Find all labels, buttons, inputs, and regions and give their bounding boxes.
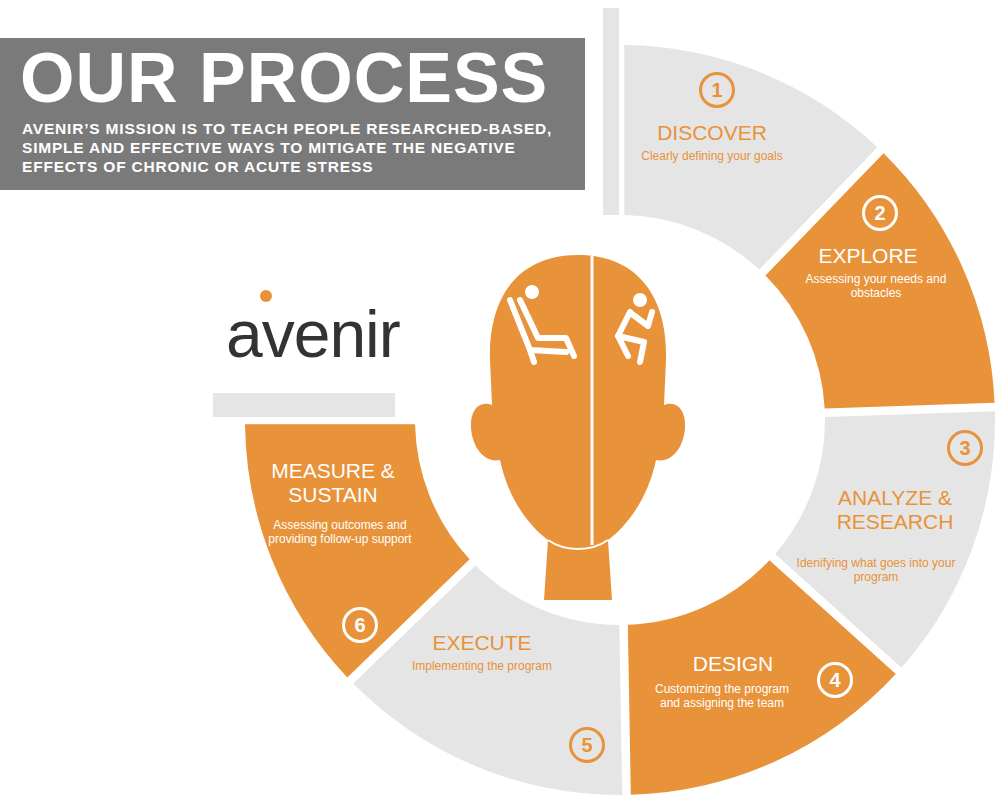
step-heading: EXECUTE — [412, 631, 552, 655]
step-heading: MEASURE & SUSTAIN — [253, 459, 413, 507]
head-split — [591, 256, 594, 545]
step-number: 2 — [862, 195, 898, 231]
step-number: 1 — [699, 72, 735, 108]
step-number: 3 — [947, 430, 983, 466]
step-heading: ANALYZE & RESEARCH — [825, 486, 965, 534]
ring-cap — [603, 8, 619, 215]
step-description: Customizing the program and assigning th… — [647, 683, 797, 711]
page-title: OUR PROCESS — [20, 38, 548, 118]
segment-fill — [245, 424, 470, 677]
step-number: 6 — [342, 607, 378, 643]
step-description: Implementing the program — [407, 660, 557, 674]
segment-fill — [765, 153, 994, 408]
step-heading: EXPLORE — [803, 244, 933, 268]
brand-logo: avenir — [226, 296, 400, 372]
stressed-person-icon — [618, 293, 652, 362]
relaxed-person-icon — [510, 285, 574, 362]
segment-fill — [628, 560, 896, 795]
chin-line — [548, 540, 608, 549]
step-number: 4 — [817, 662, 853, 698]
explore-segment: 2EXPLORE Assessing your needs and obstacl… — [760, 148, 997, 415]
step-description: Idenifying what goes into your program — [796, 557, 956, 585]
design-segment: DESIGN Customizing the program and assign… — [621, 555, 901, 796]
step-heading: DISCOVER — [627, 121, 797, 145]
title-banner — [0, 38, 585, 190]
step-heading: DESIGN — [663, 652, 803, 676]
step-description: Clearly defining your goals — [622, 150, 802, 164]
step-number: 5 — [569, 727, 605, 763]
mission-statement: AVENIR’S MISSION IS TO TEACH PEOPLE RESE… — [22, 120, 582, 177]
logo-shelf — [213, 393, 395, 417]
step-description: Assessing your needs and obstacles — [801, 273, 951, 301]
step-description: Assessing outcomes and providing follow-… — [268, 519, 413, 547]
segment-shape — [621, 555, 901, 796]
head-silhouette — [471, 255, 685, 600]
